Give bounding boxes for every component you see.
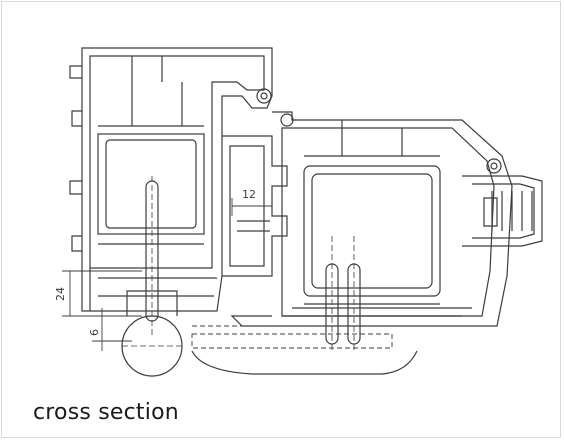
- dimension-label-12: 12: [242, 188, 256, 201]
- left-sash-profile: [69, 47, 273, 312]
- dimension-label-24: 24: [54, 287, 67, 301]
- sill-shape: [191, 350, 418, 375]
- right-cladding: [462, 175, 543, 247]
- dowels: [145, 176, 361, 351]
- round-connector: [121, 290, 183, 377]
- cross-section-drawing: 12 24 6: [54, 47, 543, 377]
- dimension-6: [92, 308, 132, 351]
- dimension-label-6: 6: [88, 329, 101, 336]
- diagram-caption: cross section: [33, 400, 179, 425]
- right-frame-profile: [230, 111, 513, 327]
- bottom-rail: [191, 325, 393, 349]
- dimension-12: [231, 198, 273, 216]
